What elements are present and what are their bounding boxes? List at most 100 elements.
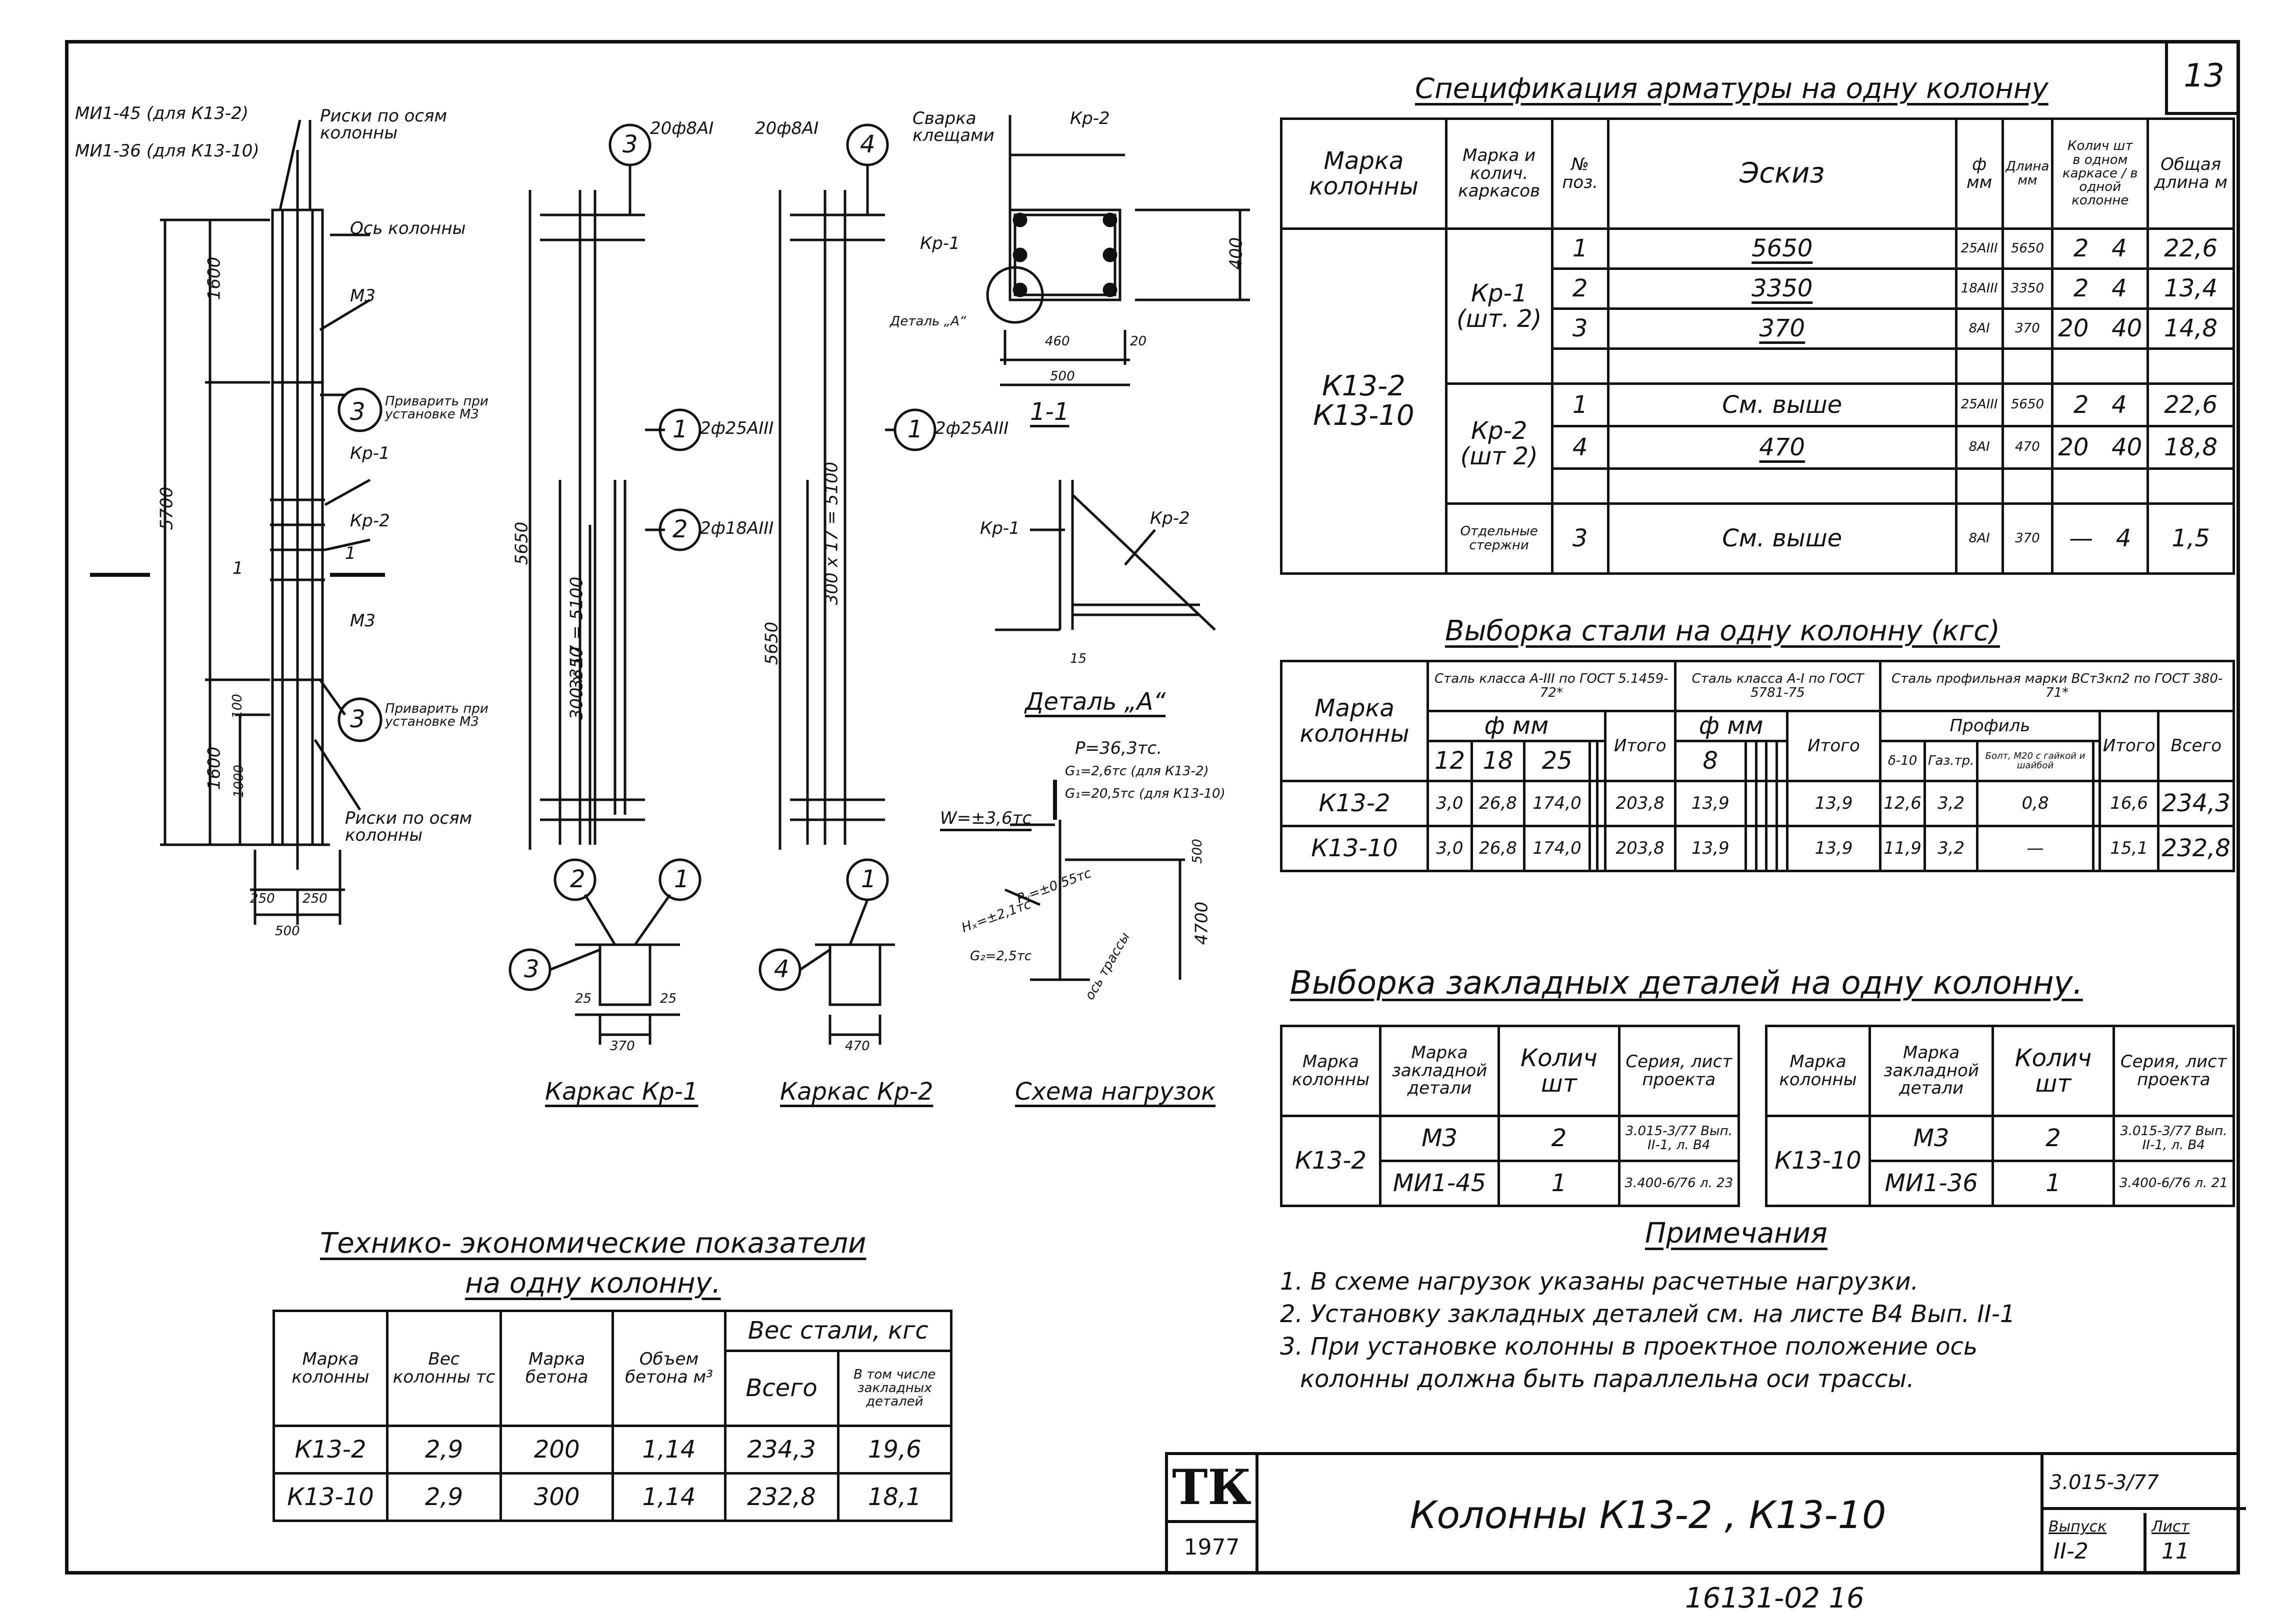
year: 1977 <box>1184 1535 1240 1560</box>
issue-cell: Выпуск II-2 <box>2044 1513 2146 1575</box>
dim-1000: 1000 <box>232 764 247 798</box>
title-block-logo-cell: ТК 1977 <box>1168 1455 1258 1575</box>
label-rebar-r1b: 20ф8AI <box>755 118 819 138</box>
load-g2: G₂=2,5тс <box>970 949 1032 964</box>
callout-4-bot-kr2: 4 <box>774 955 790 983</box>
label-weld-top: Приварить при установке М3 <box>385 394 488 422</box>
sheet-number: 13 <box>2165 40 2240 115</box>
dim-5650-kr2: 5650 <box>762 621 782 665</box>
label-welding: Сварка клещами <box>912 108 994 145</box>
section-mark-right: 1 <box>345 543 356 563</box>
drawing-name: Колонны К13-2 , К13-10 <box>1410 1493 1886 1537</box>
spec-frame-kr2: Кр-2(шт 2) <box>1444 382 1554 505</box>
spec-frame-kr1: Кр-1(шт. 2) <box>1444 227 1554 385</box>
sheet-cell: Лист 11 <box>2152 1518 2190 1564</box>
dim-400: 400 <box>1226 237 1246 270</box>
callout-4-kr2: 4 <box>860 130 876 158</box>
embed-title: Выборка закладных деталей на одну колонн… <box>1290 965 2083 1002</box>
section-1-1-title: 1-1 <box>1030 398 1070 426</box>
spec-qty-header: Колич шт в одном каркасе / в одной колон… <box>2051 117 2150 230</box>
label-weld-bot: Приварить при установке М3 <box>385 701 488 729</box>
label-kr1: Кр-1 <box>350 443 390 463</box>
spec-row-3-qty: 2 4 <box>2051 382 2150 427</box>
dim-500-load: 500 <box>1190 839 1205 864</box>
dim-3350-kr1: 3350 <box>566 646 587 690</box>
label-riski-top: Риски по осям колонны <box>320 106 448 143</box>
spec-row-1-qty: 2 4 <box>2051 267 2150 310</box>
spec-table: Марка колонны Марка и колич. каркасов № … <box>1280 117 2235 575</box>
callout-1-kr2: 1 <box>908 415 923 443</box>
spec-row-2-qty: 20 40 <box>2051 307 2150 350</box>
dim-370: 370 <box>610 1039 635 1054</box>
section-mark-left: 1 <box>232 558 244 578</box>
caption-kr2: Каркас Кр-2 <box>780 1078 934 1106</box>
dim-5100-kr2: 300 x 17 = 5100 <box>822 461 842 605</box>
dim-470: 470 <box>845 1039 870 1054</box>
label-rebar-r2-kr2: 2ф25AIII <box>935 418 1009 438</box>
callout-3-bot-kr1: 3 <box>524 955 540 983</box>
spec-title: Спецификация арматуры на одну колонну <box>1415 72 2048 105</box>
title-block: ТК 1977 Колонны К13-2 , К13-10 3.015-3/7… <box>1165 1452 2246 1575</box>
callout-1-bot-kr1: 1 <box>674 865 690 893</box>
series-code: 3.015-3/77 <box>2044 1455 2246 1510</box>
dim-1600-top: 1600 <box>204 256 224 300</box>
spec-separate: Отдельные стержни <box>1444 502 1554 575</box>
callout-1-kr1: 1 <box>672 415 688 443</box>
label-mi1-45: МИ1-45 (для К13-2) <box>75 103 249 123</box>
dim-500-sec: 500 <box>1050 369 1075 384</box>
dim-250-r: 250 <box>302 891 328 906</box>
label-mi1-36: МИ1-36 (для К13-10) <box>75 141 260 161</box>
label-rebar-r2-kr1: 2ф25AIII <box>700 418 774 438</box>
dim-500-col: 500 <box>275 924 300 939</box>
note-3: 3. При установке колонны в проектное пол… <box>1280 1333 1978 1361</box>
dim-15: 15 <box>1070 651 1087 666</box>
dim-250-l: 250 <box>250 891 275 906</box>
bottom-archive-code: 16131-02 16 <box>1685 1582 1864 1615</box>
dim-5650-kr1: 5650 <box>512 521 532 565</box>
callout-3-bot: 3 <box>350 705 366 733</box>
tep-table: Марка колонны Вес колонны тс Марка бетон… <box>272 1310 953 1522</box>
column-drawings <box>90 115 1250 1045</box>
dim-5700: 5700 <box>156 486 177 530</box>
label-m3-bot: М3 <box>350 611 376 631</box>
label-axis: Ось колонны <box>350 218 466 238</box>
label-kr2-detail: Кр-2 <box>1150 508 1190 528</box>
load-w: W=±3,6тс <box>940 808 1032 828</box>
dim-25-kr1-l: 25 <box>575 991 592 1006</box>
note-1: 1. В схеме нагрузок указаны расчетные на… <box>1280 1268 1918 1296</box>
dim-25-kr1-r: 25 <box>660 991 677 1006</box>
dim-4700: 4700 <box>1192 901 1212 945</box>
label-rebar-r3: 2ф18AIII <box>700 518 774 538</box>
label-riski-bot: Риски по осям колонны <box>345 808 472 845</box>
callout-2-kr1: 2 <box>672 515 688 543</box>
embed-table-left: Марка колонны Марка закладной детали Кол… <box>1280 1025 1740 1207</box>
steel-table: Марка колонны Сталь класса А-III по ГОСТ… <box>1280 660 2235 872</box>
label-kr1-section: Кр-1 <box>920 233 960 253</box>
label-detail-a: Деталь „А“ <box>890 314 966 329</box>
tep-title-1: Технико- экономические показатели <box>320 1227 866 1260</box>
dim-460: 460 <box>1045 334 1070 349</box>
title-block-right-cell: 3.015-3/77 Выпуск II-2 Лист 11 <box>2040 1455 2246 1575</box>
dim-1600-bot: 1600 <box>204 746 224 790</box>
spec-row-4-qty: 20 40 <box>2051 425 2150 470</box>
callout-3-kr1: 3 <box>622 130 638 158</box>
caption-load-scheme: Схема нагрузок <box>1015 1078 1216 1106</box>
dim-100: 100 <box>230 694 245 719</box>
label-kr2-top: Кр-2 <box>1070 108 1110 128</box>
embed-table-right: Марка колонны Марка закладной детали Кол… <box>1765 1025 2236 1207</box>
sheet-frame <box>65 40 2240 1575</box>
callout-1-bot-kr2: 1 <box>861 865 876 893</box>
label-kr1-detail: Кр-1 <box>980 518 1020 538</box>
detail-a-title: Деталь „А“ <box>1025 688 1166 716</box>
spec-row-5-qty: — 4 <box>2051 502 2150 575</box>
logo-tk: ТК <box>1168 1455 1256 1523</box>
dim-20: 20 <box>1130 334 1147 349</box>
label-m3-top: М3 <box>350 286 376 306</box>
load-g1-a: G₁=2,6тс (для К13-2) <box>1065 764 1209 779</box>
load-p: P=36,3тс. <box>1075 738 1162 758</box>
spec-row-0-qty: 2 4 <box>2051 227 2150 270</box>
label-rebar-r1a: 20ф8AI <box>650 118 714 138</box>
note-3-cont: колонны должна быть параллельна оси трас… <box>1300 1365 1914 1393</box>
